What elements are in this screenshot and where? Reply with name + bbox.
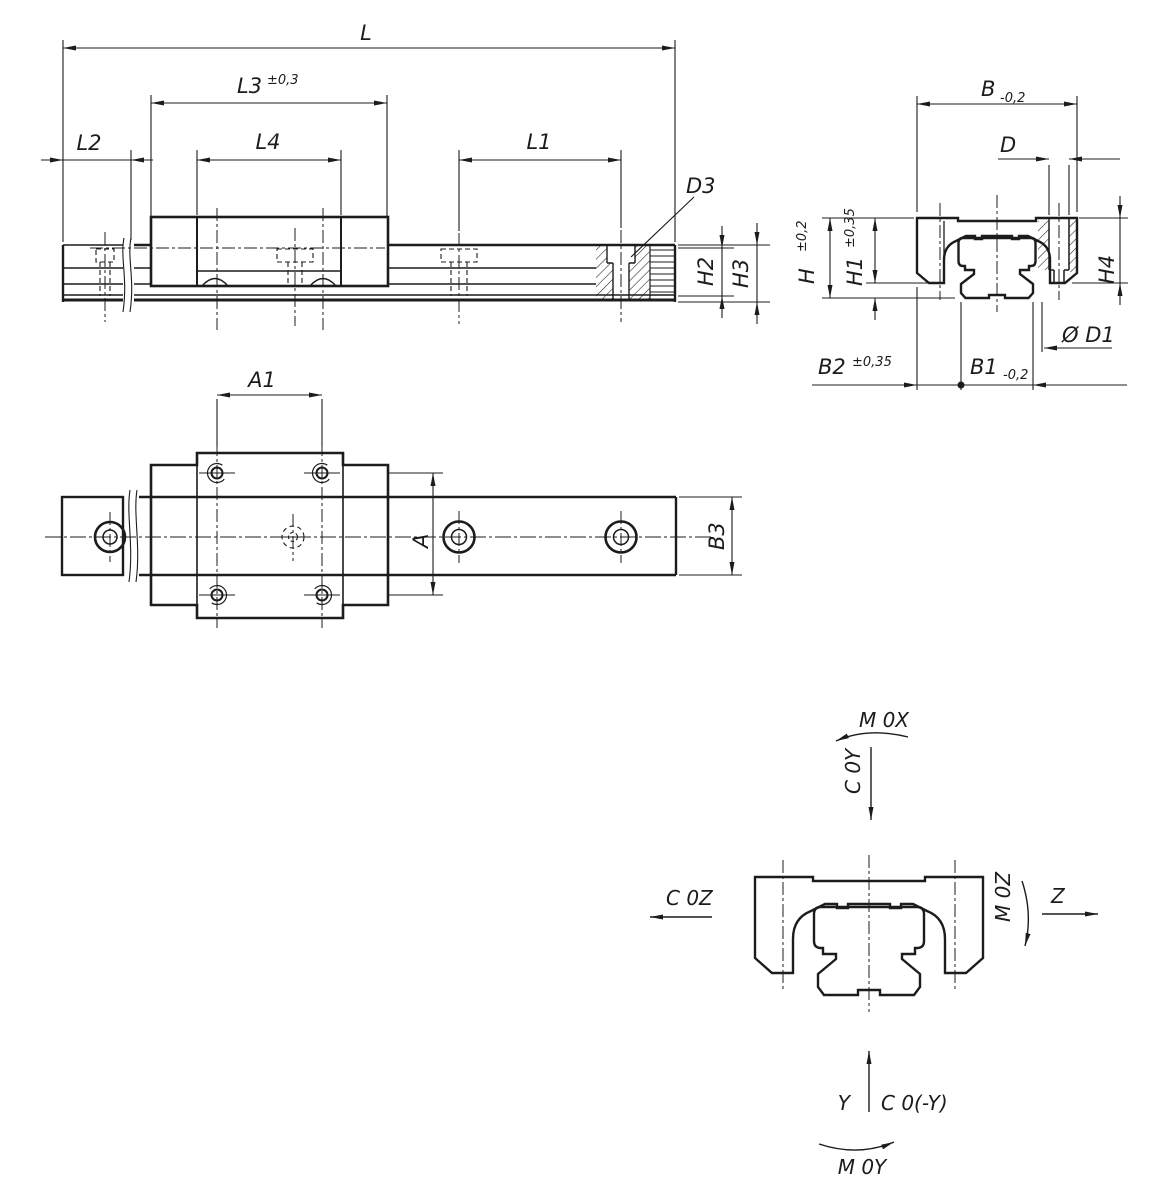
dim-label-H2: H2	[694, 257, 718, 286]
carriage-side	[90, 208, 390, 330]
dim-label-L: L	[360, 21, 372, 45]
rail-side	[134, 243, 677, 302]
moment-y-arc	[818, 1141, 895, 1151]
carriage-top-outline	[149, 451, 390, 620]
carriage-screw-holes	[199, 462, 340, 606]
side-view-dimensions	[41, 40, 770, 324]
dim-tol-H: ±0,2	[795, 220, 810, 252]
end-section-stripes	[650, 249, 674, 293]
label-cap-neg-y: C 0(-Y)	[881, 1091, 948, 1115]
moment-z-arc	[1021, 880, 1031, 947]
section-rail-outline	[957, 236, 1037, 300]
rail-top	[45, 495, 712, 577]
moment-x-arc	[835, 732, 909, 742]
carriage-top	[149, 443, 390, 628]
dim-tol-B1: -0,2	[1003, 368, 1028, 383]
dim-tol-B2: ±0,35	[852, 355, 892, 370]
label-cap-y: C 0Y	[841, 747, 865, 794]
dim-label-B3: B3	[705, 522, 729, 550]
dim-label-H: H	[795, 268, 819, 284]
label-axis-z: Z	[1050, 884, 1066, 908]
dim-label-H4: H4	[1095, 255, 1119, 284]
dim-label-L2: L2	[76, 131, 101, 155]
rail-hole-hidden	[440, 233, 478, 324]
dim-origin-dot	[957, 381, 965, 389]
load-diagram: M 0X C 0Y C 0Z M 0Z Z Y C 0(-Y) M 0Y	[650, 708, 1098, 1179]
label-cap-z: C 0Z	[666, 886, 714, 910]
section-view: B -0,2 D H ±0,2 H1 ±0,35 H4 Ø D1 B2 ±0,3…	[795, 77, 1128, 390]
dim-label-L4: L4	[255, 130, 280, 154]
load-rail-outline	[812, 905, 926, 997]
top-view: A1 A B3	[45, 368, 742, 628]
d3-leader	[630, 196, 695, 258]
dim-tol-B: -0,2	[1000, 91, 1025, 106]
dim-label-B: B	[981, 77, 995, 101]
load-arrows	[650, 732, 1098, 1151]
dim-label-L1: L1	[526, 130, 551, 154]
label-moment-x: M 0X	[859, 708, 910, 732]
side-view: L L3 ±0,3 L2 L4 L1 D3 H2 H3	[41, 21, 770, 330]
dim-label-L3: L3	[237, 74, 262, 98]
dim-label-A1: A1	[246, 368, 276, 392]
section-dimensions	[812, 96, 1128, 390]
rail-top-stub	[60, 495, 127, 577]
rail-hole-section	[596, 230, 674, 322]
label-moment-y: M 0Y	[838, 1155, 888, 1179]
dim-label-H3: H3	[729, 259, 753, 288]
section-lug-hole	[943, 218, 1070, 283]
dim-tol-L3: ±0,3	[267, 73, 299, 88]
rail-left-stub	[61, 232, 123, 322]
dim-label-D: D	[1000, 133, 1016, 157]
break-lines-top	[128, 489, 139, 583]
dim-tol-H1: ±0,35	[843, 208, 858, 248]
carriage-outline	[149, 215, 390, 288]
dim-label-D3: D3	[686, 174, 716, 198]
break-lines	[122, 237, 133, 313]
top-view-dimensions	[216, 392, 742, 596]
grease-port	[270, 514, 316, 561]
dim-label-B2: B2	[818, 355, 846, 379]
dim-label-H1: H1	[843, 257, 867, 286]
dim-label-B1: B1	[970, 355, 998, 379]
dim-label-A: A	[409, 534, 433, 550]
label-moment-z: M 0Z	[991, 871, 1015, 922]
label-axis-y: Y	[838, 1091, 852, 1115]
dim-label-D1: Ø D1	[1061, 323, 1115, 347]
